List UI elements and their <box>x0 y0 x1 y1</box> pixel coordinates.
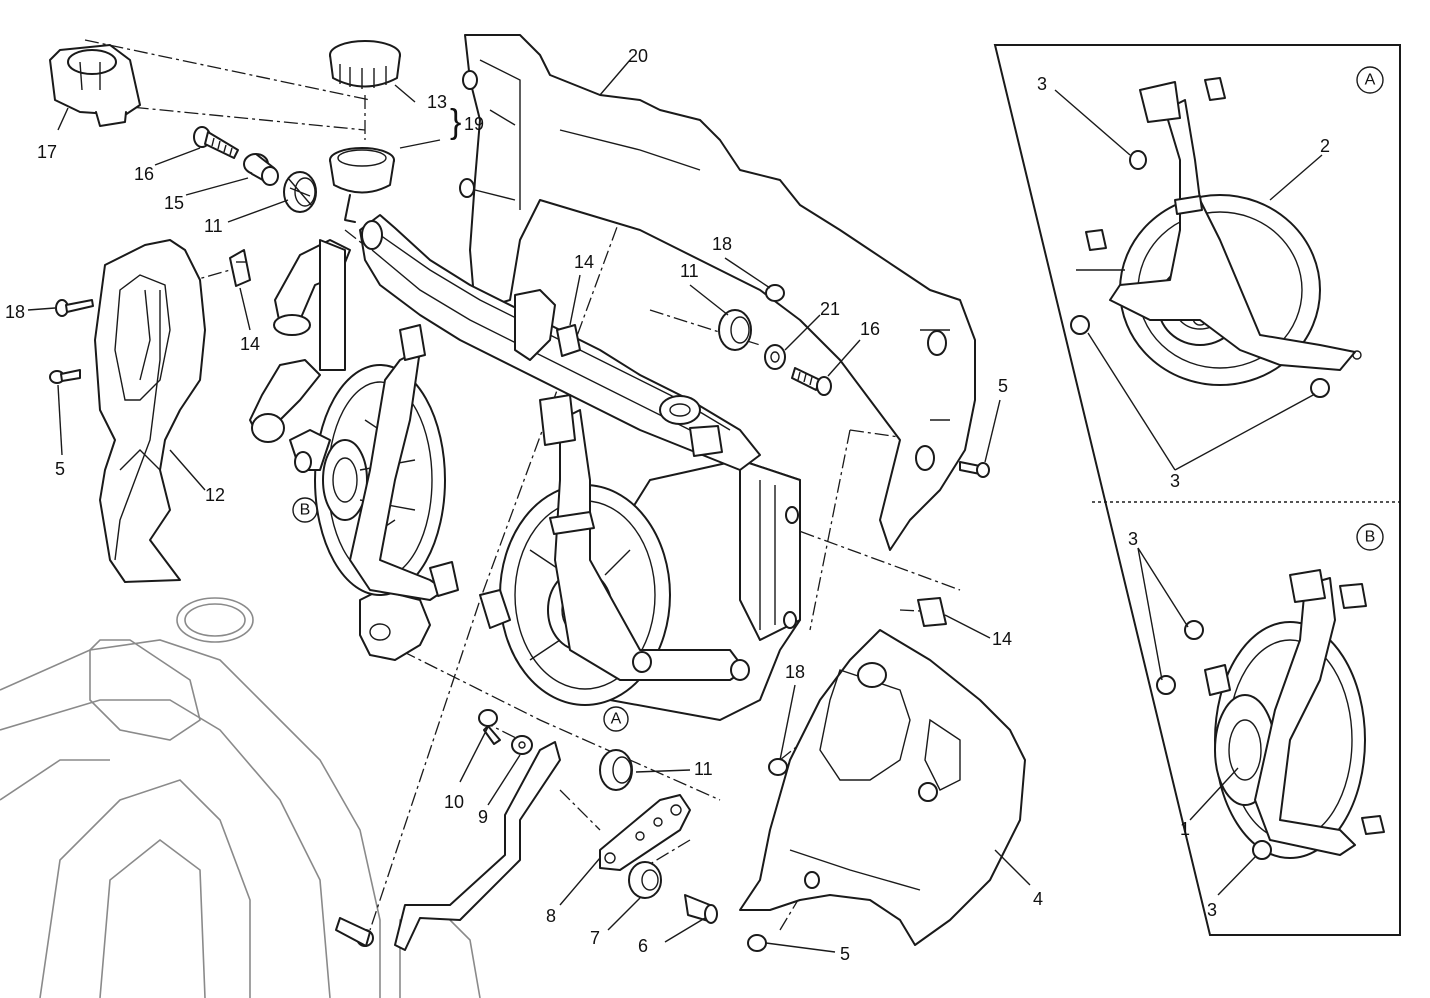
leader-lines <box>27 59 1323 953</box>
callout-2: 2 <box>1320 136 1330 156</box>
callout-3-a-top: 3 <box>1037 74 1047 94</box>
view-marker-a-fan: A <box>603 706 629 732</box>
callout-18-top: 18 <box>712 234 732 254</box>
callout-9: 9 <box>478 807 488 827</box>
callout-8: 8 <box>546 906 556 926</box>
part-14-clip-right <box>917 597 947 627</box>
callout-14-center: 14 <box>574 252 594 272</box>
callout-13: 13 <box>427 92 447 112</box>
view-marker-b-fan: B <box>292 497 318 523</box>
callout-18-lower: 18 <box>785 662 805 682</box>
callout-16-left: 16 <box>134 164 154 184</box>
part-16-screw-center <box>791 367 832 396</box>
callout-12: 12 <box>205 485 225 505</box>
callout-7: 7 <box>590 928 600 948</box>
part-10-screw <box>478 709 501 745</box>
callout-labels: 17 13 } 19 16 15 11 18 14 5 12 20 14 18 … <box>5 46 1330 964</box>
inset-b-fan <box>1156 569 1385 860</box>
callout-10: 10 <box>444 792 464 812</box>
callout-21: 21 <box>820 299 840 319</box>
part-11-grommet-center <box>718 309 752 351</box>
callout-17: 17 <box>37 142 57 162</box>
callout-14-left: 14 <box>240 334 260 354</box>
callout-3-b-bottom: 3 <box>1207 900 1217 920</box>
callout-3-b-top: 3 <box>1128 529 1138 549</box>
part-8-link-bracket <box>599 794 691 871</box>
view-marker-a-inset: A <box>1356 66 1384 94</box>
part-13-cap <box>329 40 401 89</box>
callout-5-bottom: 5 <box>840 944 850 964</box>
view-marker-b-inset: B <box>1356 523 1384 551</box>
part-14-clip-left <box>229 249 251 287</box>
part-18-screw-left <box>55 299 94 317</box>
callout-19-brace: } <box>450 103 461 141</box>
callout-18-left: 18 <box>5 302 25 322</box>
callout-6: 6 <box>638 936 648 956</box>
callout-3-a-bottom: 3 <box>1170 471 1180 491</box>
callout-5-right: 5 <box>998 376 1008 396</box>
part-14-clip-radiator <box>689 425 723 457</box>
part-7-grommet <box>628 861 662 899</box>
part-9-washer <box>511 735 533 755</box>
view-marker-b-label: B <box>300 502 311 519</box>
callout-4: 4 <box>1033 889 1043 909</box>
part-17-bracket <box>49 44 141 127</box>
part-5-screw-right <box>959 461 990 478</box>
part-11-grommet-top <box>283 171 317 213</box>
callout-11-lower: 11 <box>694 759 713 779</box>
part-21-washer <box>764 344 786 370</box>
lower-bracket-rod <box>335 741 561 951</box>
part-5-screw-bottom <box>747 934 767 952</box>
part-19-filler-neck <box>329 147 395 223</box>
view-markers: B A A B <box>292 66 1384 732</box>
part-6-spacer <box>684 894 718 924</box>
view-marker-b-inset-label: B <box>1365 529 1376 546</box>
inset-a-fan <box>1070 77 1362 398</box>
frame-ghost <box>0 597 481 998</box>
callout-19: 19 <box>464 114 484 134</box>
part-4-lower-duct <box>739 629 1026 946</box>
view-marker-a-label: A <box>611 711 622 728</box>
part-18-screw-top <box>765 284 785 302</box>
callout-15: 15 <box>164 193 184 213</box>
callout-16-center: 16 <box>860 319 880 339</box>
part-16-screw-left <box>193 126 239 159</box>
part-11-grommet-lower <box>599 749 633 791</box>
callout-11-top: 11 <box>204 216 223 236</box>
view-marker-a-inset-label: A <box>1365 72 1376 89</box>
part-12-left-duct <box>94 239 206 583</box>
part-5-screw-left <box>49 369 81 384</box>
callout-1: 1 <box>1180 819 1190 839</box>
callout-11-center: 11 <box>680 261 699 281</box>
callout-5-left: 5 <box>55 459 65 479</box>
callout-20: 20 <box>628 46 648 66</box>
part-18-screw-lower <box>768 758 788 776</box>
callout-14-right: 14 <box>992 629 1012 649</box>
part-20-shroud <box>459 34 976 551</box>
fan-left <box>289 324 459 601</box>
fan-center <box>479 394 750 706</box>
part-15-spacer <box>243 153 279 186</box>
part-14-clip-center <box>556 324 581 357</box>
